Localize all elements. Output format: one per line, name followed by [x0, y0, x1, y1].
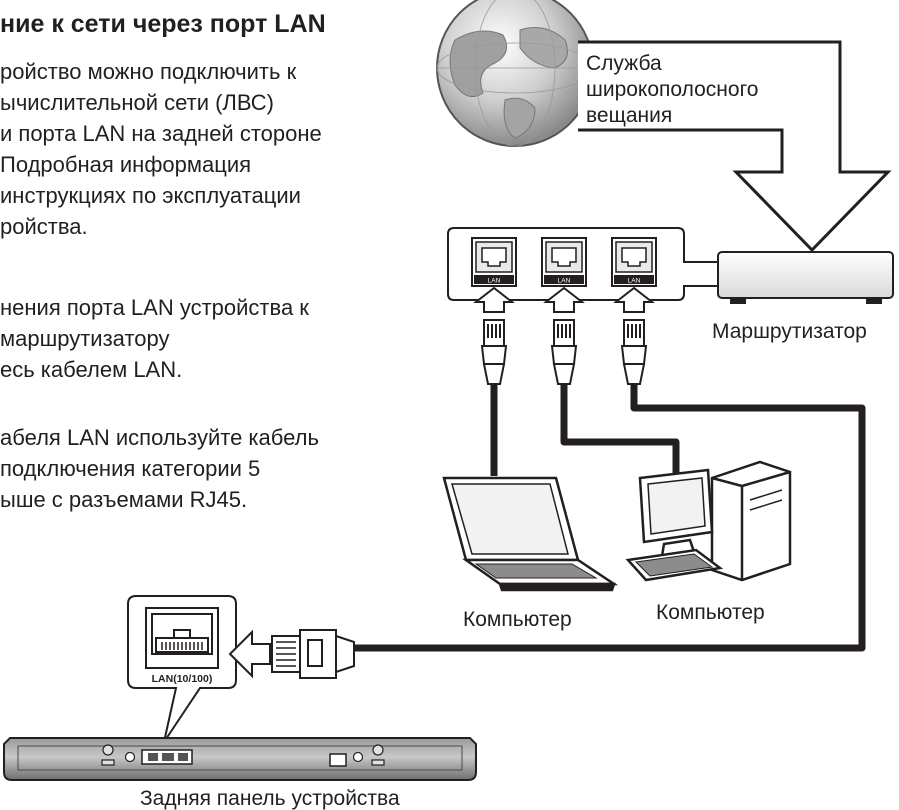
- paragraph-line: ройства.: [0, 214, 88, 239]
- laptop-icon: [442, 476, 619, 592]
- cable-device: [354, 384, 866, 652]
- router-icon: [717, 251, 894, 304]
- device-lan-port: [145, 607, 219, 669]
- computer-label-laptop: Компьютер: [463, 608, 572, 631]
- paragraph-line: маршрутизатору: [0, 326, 170, 351]
- router-label: Маршрутизатор: [712, 320, 867, 343]
- paragraph-line: ычислительной сети (ЛВС): [0, 90, 275, 115]
- lan-cables: [354, 384, 866, 652]
- paragraph-line: ыше с разъемами RJ45.: [0, 487, 248, 512]
- router-port-label: LAN: [558, 278, 571, 285]
- paragraph-connect-router: нения порта LAN устройства к маршрутизато…: [0, 292, 309, 385]
- arrow-up-icon: [473, 286, 515, 313]
- desktop-computer-icon: [625, 460, 792, 582]
- arrow-up-icon: [613, 286, 655, 313]
- cable-desktop: [560, 384, 680, 476]
- rj45-plug-icon: [480, 319, 508, 385]
- device-rear-panel: [3, 737, 477, 781]
- broadband-label: Служба широкополосного вещания: [586, 52, 764, 127]
- paragraph-cable-spec: абеля LAN используйте кабель подключения …: [0, 422, 319, 515]
- section-heading: ние к сети через порт LAN: [0, 10, 326, 38]
- rear-panel-label: Задняя панель устройства: [140, 787, 400, 810]
- paragraph-lan-intro: ройство можно подключить к ычислительной …: [0, 56, 322, 242]
- rj45-plug-icon: [620, 319, 648, 385]
- broadband-arrow: [578, 40, 892, 253]
- paragraph-line: Подробная информация: [0, 152, 252, 177]
- paragraph-line: абеля LAN используйте кабель: [0, 425, 319, 450]
- rj45-plug-icon: [271, 629, 355, 679]
- screw-icon: [101, 744, 136, 766]
- arrow-up-icon: [543, 286, 585, 313]
- router-port-label: LAN: [488, 278, 501, 285]
- rj45-plug-icon: [550, 319, 578, 385]
- paragraph-line: инструкциях по эксплуатации: [0, 183, 301, 208]
- paragraph-line: нения порта LAN устройства к: [0, 295, 309, 320]
- paragraph-line: есь кабелем LAN.: [0, 357, 183, 382]
- screw-icon: [352, 744, 385, 766]
- paragraph-line: и порта LAN на задней стороне: [0, 121, 322, 146]
- computer-label-desktop: Компьютер: [656, 601, 765, 624]
- arrow-left-icon: [228, 629, 271, 679]
- router-port-label: LAN: [628, 278, 641, 285]
- globe-icon: [436, 0, 594, 147]
- paragraph-line: ройство можно подключить к: [0, 59, 297, 84]
- device-port-label: LAN(10/100): [152, 673, 213, 685]
- router-lan-port-1: LAN: [471, 237, 517, 287]
- router-lan-port-3: LAN: [611, 237, 657, 287]
- router-lan-port-2: LAN: [541, 237, 587, 287]
- paragraph-line: подключения категории 5: [0, 456, 261, 481]
